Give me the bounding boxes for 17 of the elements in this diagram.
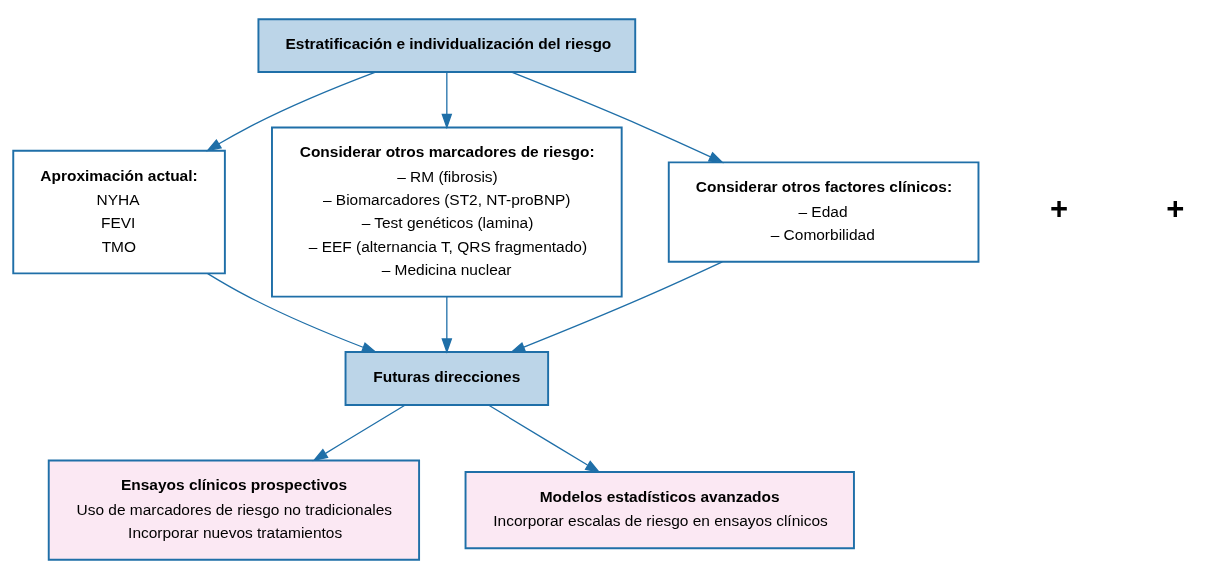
label: + bbox=[1050, 190, 1069, 226]
node-box: Considerar otros marcadores de riesgo: – RM (fibrosis) – Biomarcadores (ST2, NT-proBNP) – Test genéticos (lamina) – EEF (alternancia T, QRS fragmentado) – Medicina nuclear bbox=[271, 126, 623, 298]
arrow bbox=[206, 71, 377, 152]
node-box: Futuras direcciones bbox=[344, 350, 550, 406]
arrow bbox=[207, 272, 378, 353]
arrow bbox=[509, 260, 723, 353]
node-box: Aproximación actual: NYHA FEVI TMO bbox=[12, 149, 226, 274]
node-box: Considerar otros factores clínicos: – Edad – Comorbilidad bbox=[667, 160, 980, 263]
node-box: Ensayos clínicos prospectivos Uso de marcadores de riesgo no tradicionales Incorporar nuevos tratamientos bbox=[47, 459, 421, 561]
node-box: Modelos estadísticos avanzados Incorporar escalas de riesgo en ensayos clínicos bbox=[464, 470, 855, 549]
arrow bbox=[441, 71, 453, 129]
arrow bbox=[312, 403, 406, 461]
arrow bbox=[487, 403, 601, 473]
arrow bbox=[510, 71, 725, 163]
label: + bbox=[1166, 190, 1185, 226]
node-box: Estratificación e individualización del riesgo bbox=[257, 17, 637, 73]
arrow bbox=[441, 295, 453, 354]
